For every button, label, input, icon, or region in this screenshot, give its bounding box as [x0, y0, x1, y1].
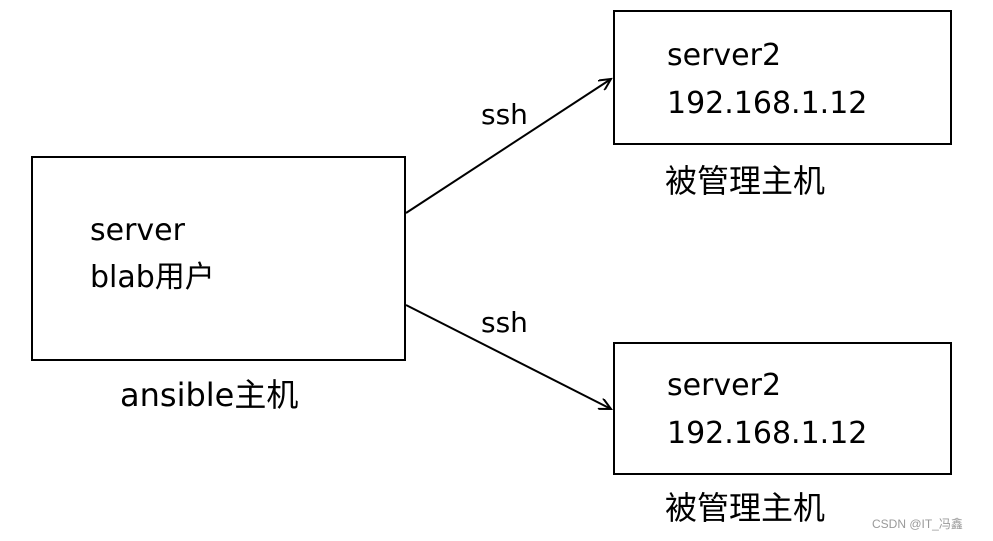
ssh-arrow-to-node-1: [405, 79, 611, 214]
control-node-box: server blab用户: [31, 156, 406, 361]
control-node-user: blab用户: [90, 260, 215, 295]
managed-node-box-1: server2 192.168.1.12: [613, 10, 952, 145]
managed-node-1-ip: 192.168.1.12: [667, 86, 868, 121]
managed-node-2-name: server2: [667, 368, 782, 403]
managed-node-2-caption: 被管理主机: [665, 489, 826, 527]
edge-label-1: ssh: [481, 98, 528, 131]
watermark: CSDN @IT_冯鑫: [872, 517, 963, 531]
managed-node-2-ip: 192.168.1.12: [667, 416, 868, 451]
ssh-arrow-to-node-2: [405, 304, 611, 409]
edge-label-2: ssh: [481, 306, 528, 339]
control-node-name: server: [90, 213, 185, 248]
managed-node-1-name: server2: [667, 38, 782, 73]
managed-node-1-caption: 被管理主机: [665, 162, 826, 200]
managed-node-box-2: server2 192.168.1.12: [613, 342, 952, 475]
control-node-caption: ansible主机: [120, 376, 299, 414]
